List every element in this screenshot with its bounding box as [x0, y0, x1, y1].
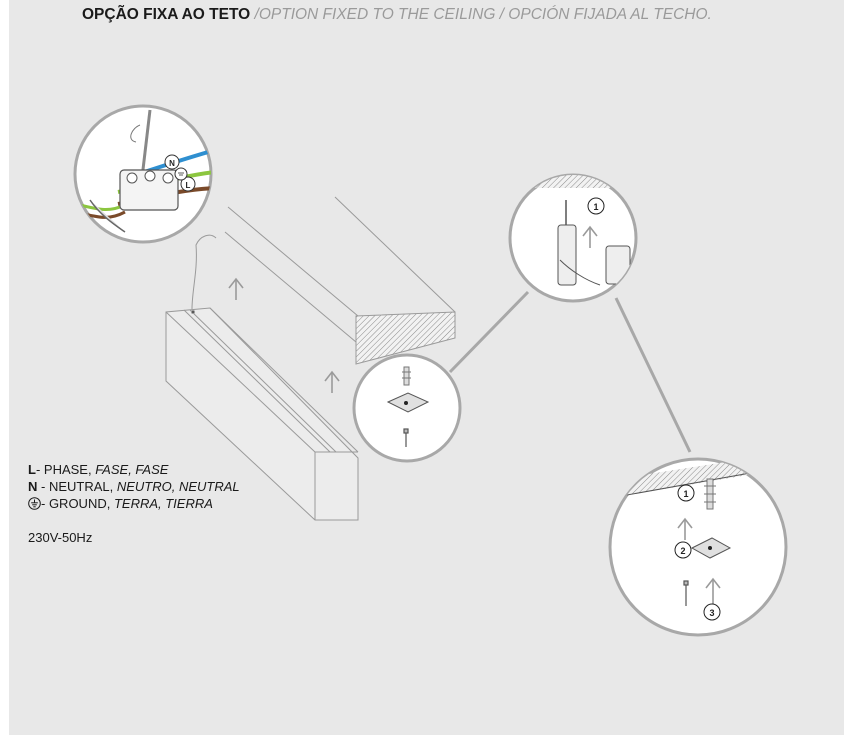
callout-lines: [448, 290, 692, 453]
lift-arrow-icon-2: [324, 370, 340, 393]
ceiling-block: [224, 196, 456, 365]
anchor-icon: [402, 366, 411, 386]
legend-neutral-text: - NEUTRAL,: [37, 479, 117, 494]
wire-n-label: N: [169, 159, 175, 168]
legend-ground-alt: TERRA, TIERRA: [113, 496, 213, 511]
luminaire-body: [165, 307, 359, 521]
drill-detail: 1: [508, 173, 638, 303]
legend-neutral: N - NEUTRAL, NEUTRO, NEUTRAL: [28, 478, 240, 495]
title-main: OPÇÃO FIXA AO TETO: [82, 6, 251, 23]
step-2-label: 2: [680, 546, 685, 556]
legend-phase-alt: FASE, FASE: [95, 462, 169, 477]
legend-phase-text: - PHASE,: [35, 462, 96, 477]
legend-phase: L- PHASE, FASE, FASE: [28, 461, 240, 478]
supply-cable: [191, 234, 217, 310]
legend-ground: - GROUND, TERRA, TIERRA: [28, 495, 240, 512]
step-1-label: 1: [683, 489, 688, 499]
legend-phase-key: L: [28, 462, 36, 477]
steps-detail: 1 2 3: [608, 457, 788, 637]
title-translation: /OPTION FIXED TO THE CEILING / OPCIÓN FI…: [250, 6, 712, 23]
mounting-plate-icon: [386, 392, 430, 413]
ground-icon: [174, 167, 188, 181]
voltage-label: 230V-50Hz: [28, 530, 93, 545]
legend-ground-text: - GROUND,: [41, 496, 114, 511]
step-arrow-icon: [677, 517, 693, 540]
step-3-label: 3: [709, 608, 714, 618]
anchor-icon-2: [704, 478, 716, 510]
wiring-detail: N L: [73, 104, 213, 244]
wiring-legend: L- PHASE, FASE, FASE N - NEUTRAL, NEUTRO…: [28, 461, 240, 512]
plate-detail: [352, 353, 462, 463]
legend-neutral-alt: NEUTRO, NEUTRAL: [116, 479, 240, 494]
screw-icon-2: [683, 580, 689, 606]
wire-l-label: L: [186, 181, 191, 190]
page-title: OPÇÃO FIXA AO TETO /OPTION FIXED TO THE …: [82, 5, 842, 25]
ground-symbol-icon: [28, 497, 41, 510]
drill-arrow-icon: [582, 225, 598, 248]
screw-icon: [403, 428, 409, 447]
legend-neutral-key: N: [28, 479, 38, 494]
drill-step-label: 1: [593, 202, 598, 212]
lift-arrow-icon: [228, 277, 244, 300]
step-arrow-icon-2: [705, 577, 721, 604]
